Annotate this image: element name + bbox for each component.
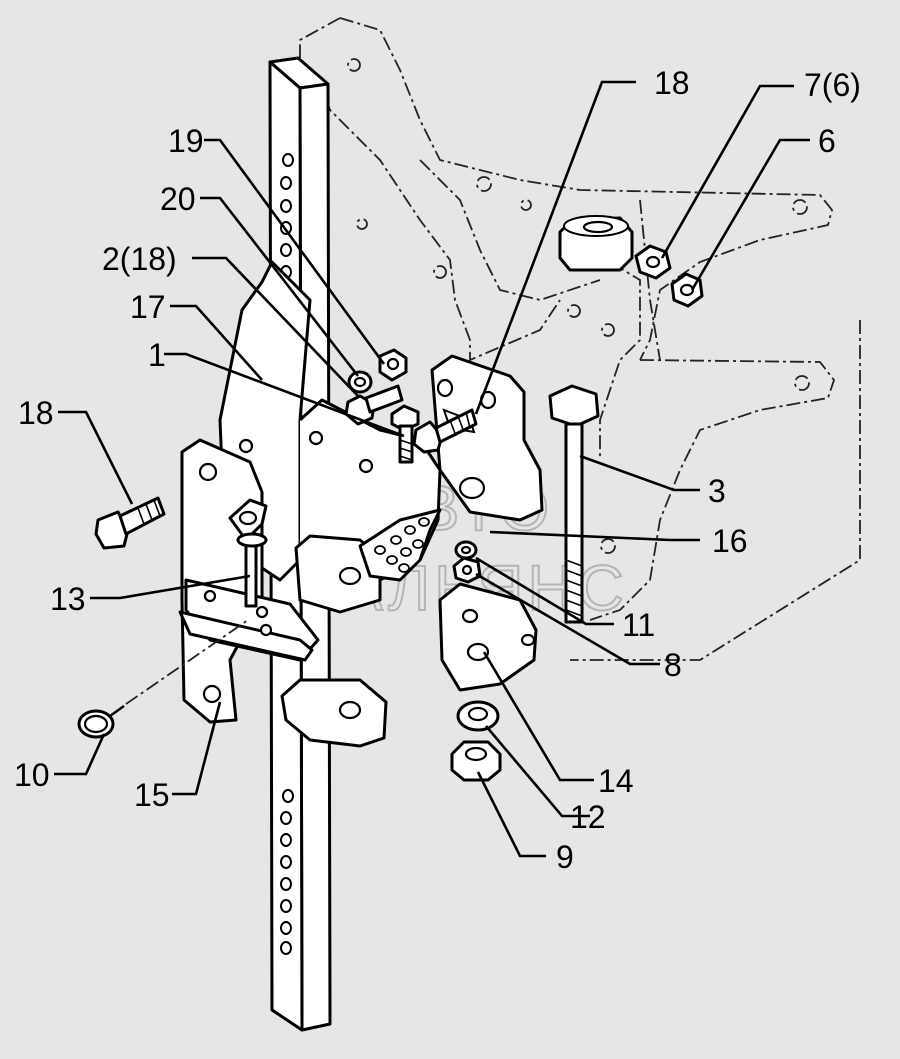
callout-18-left: 18 bbox=[18, 395, 54, 431]
callout-11: 11 bbox=[622, 607, 655, 643]
callout-15: 15 bbox=[134, 777, 170, 813]
nut-9 bbox=[450, 740, 502, 782]
clevis-arm bbox=[280, 534, 388, 748]
callout-14: 14 bbox=[598, 763, 634, 799]
swing-plate bbox=[358, 508, 442, 582]
nut-7 bbox=[634, 244, 672, 280]
long-bolt bbox=[548, 384, 600, 624]
washer-20 bbox=[347, 370, 373, 394]
callout-6: 6 bbox=[818, 123, 836, 159]
bolt-18-upper bbox=[412, 408, 478, 454]
callout-7: 7(6) bbox=[804, 67, 861, 103]
callout-10: 10 bbox=[14, 757, 50, 793]
washer-12 bbox=[456, 700, 500, 732]
bolt-1 bbox=[390, 404, 420, 464]
callout-13: 13 bbox=[50, 581, 86, 617]
callout-20: 20 bbox=[160, 181, 196, 217]
callout-16: 16 bbox=[712, 523, 748, 559]
callout-12: 12 bbox=[570, 799, 606, 835]
nut-19 bbox=[378, 348, 408, 382]
leader-lines bbox=[54, 80, 810, 858]
callout-18-top: 18 bbox=[654, 65, 690, 101]
lower-bracket bbox=[438, 582, 538, 692]
callout-labels: 18 7(6) 6 19 20 2(18) 17 1 18 3 16 13 11… bbox=[14, 65, 861, 875]
nut-6 bbox=[670, 272, 704, 308]
pivot-cap bbox=[558, 215, 634, 272]
callout-9: 9 bbox=[556, 839, 574, 875]
callout-2: 2(18) bbox=[102, 241, 177, 277]
tractor-frame-outline bbox=[299, 17, 861, 661]
callout-17: 17 bbox=[130, 289, 166, 325]
pin-13 bbox=[228, 498, 268, 608]
callout-19: 19 bbox=[168, 123, 204, 159]
upper-bracket bbox=[430, 354, 544, 522]
nut-8 bbox=[452, 556, 482, 584]
callout-3: 3 bbox=[708, 473, 726, 509]
bolt-18-left bbox=[94, 496, 166, 550]
washer-11 bbox=[454, 540, 478, 560]
callout-8: 8 bbox=[664, 647, 682, 683]
clip-10 bbox=[77, 619, 249, 739]
callout-1: 1 bbox=[148, 337, 166, 373]
